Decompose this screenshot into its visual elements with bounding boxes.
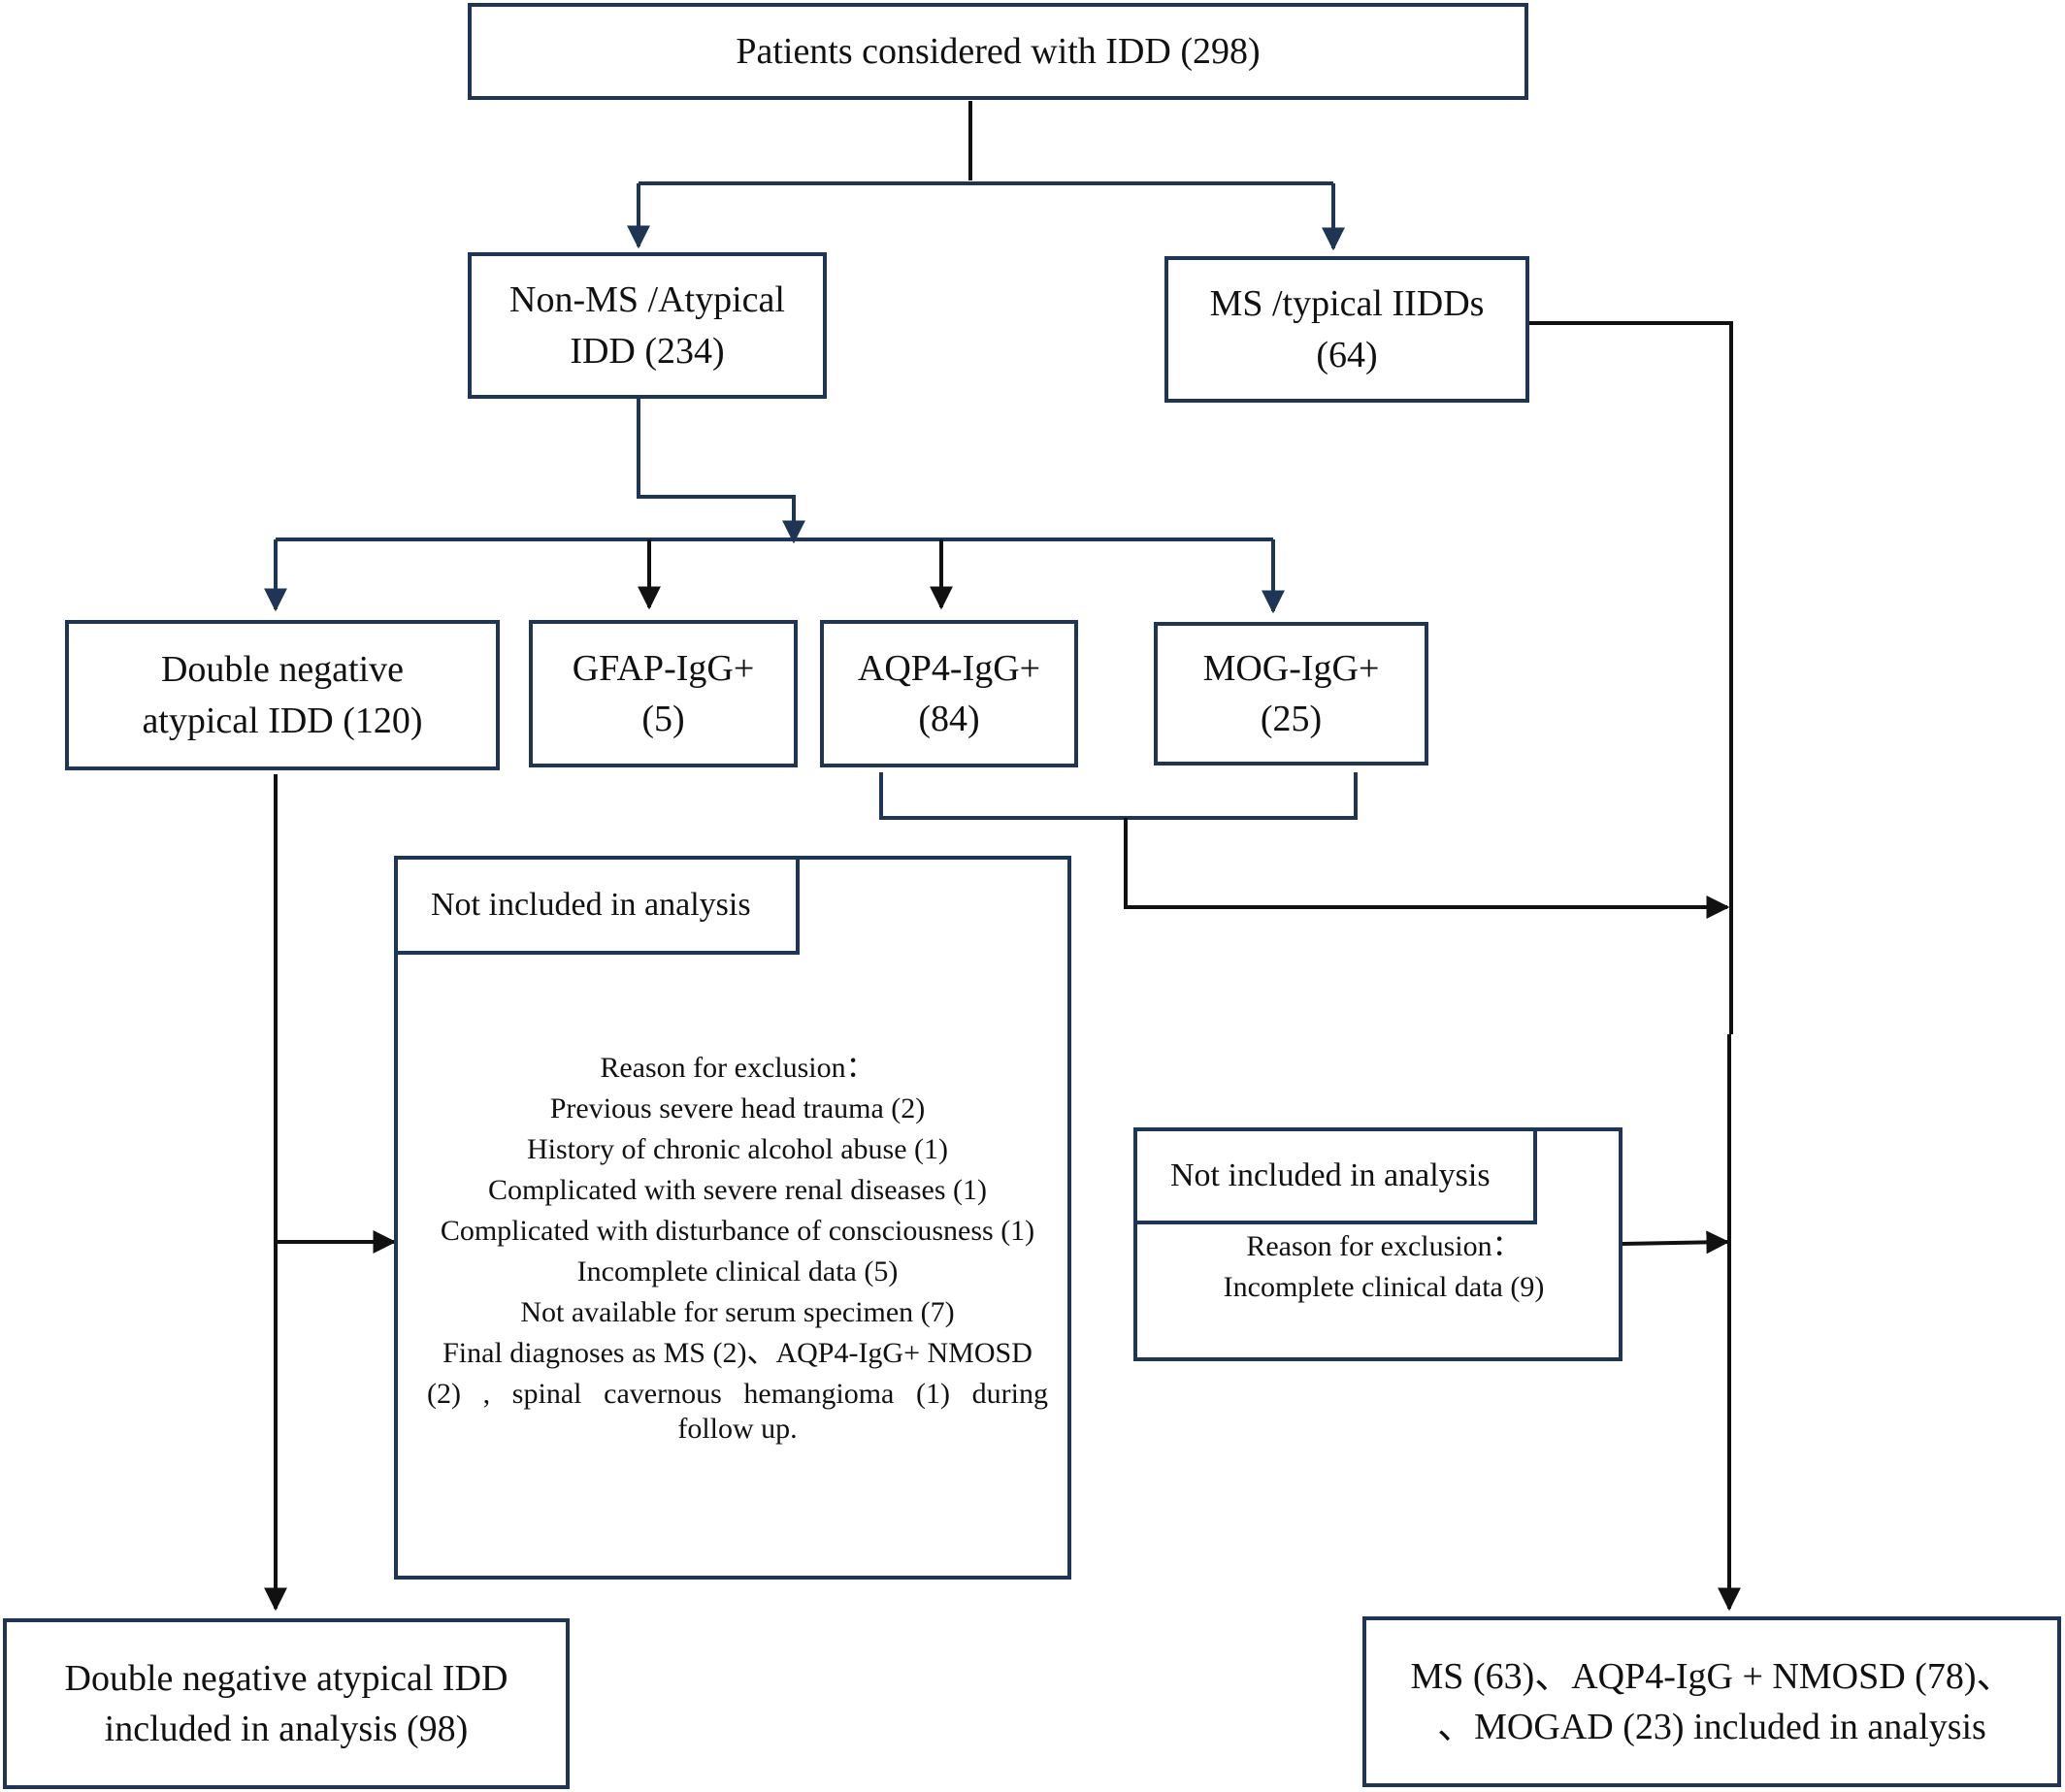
gfap-igg-box: GFAP-IgG+ (5) bbox=[529, 620, 798, 767]
exclusion-left-reason: Not available for serum specimen (7) bbox=[520, 1296, 955, 1328]
ms-line1: MS /typical IIDDs bbox=[1209, 283, 1485, 325]
aqp4-line1: AQP4-IgG+ bbox=[857, 647, 1041, 689]
final-right-box: MS (63)、AQP4-IgG + NMOSD (78)、 、MOGAD (2… bbox=[1362, 1616, 2061, 1787]
mog-line2: (25) bbox=[1260, 699, 1323, 739]
aqp4-igg-box: AQP4-IgG+ (84) bbox=[820, 620, 1078, 767]
patients-considered-box: Patients considered with IDD (298) bbox=[468, 3, 1528, 100]
ms-line2: (64) bbox=[1316, 334, 1378, 375]
final-right-line1: MS (63)、AQP4-IgG + NMOSD (78)、 bbox=[1410, 1655, 2014, 1697]
arrow-join-to-right-trunk bbox=[1124, 818, 1730, 919]
exclusion-box-right: Not included in analysis Reason for excl… bbox=[1133, 1127, 1622, 1361]
exclusion-left-header: Not included in analysis bbox=[398, 860, 800, 955]
double-negative-line1: Double negative bbox=[160, 649, 405, 691]
exclusion-left-reason: Incomplete clinical data (5) bbox=[576, 1255, 899, 1287]
gfap-line2: (5) bbox=[641, 699, 685, 739]
aqp4-line2: (84) bbox=[918, 699, 980, 739]
exclusion-left-reason: Reason for exclusion： bbox=[600, 1052, 875, 1084]
exclusion-left-reason: Final diagnoses as MS (2)、AQP4-IgG+ NMOS… bbox=[442, 1337, 1032, 1369]
exclusion-right-reason: Incomplete clinical data (9) bbox=[1223, 1271, 1545, 1303]
exclusion-left-reasons: Reason for exclusion： Previous severe he… bbox=[427, 1048, 1048, 1450]
mog-line1: MOG-IgG+ bbox=[1202, 647, 1380, 689]
double-negative-box: Double negative atypical IDD (120) bbox=[65, 620, 500, 770]
exclusion-right-reasons: Reason for exclusion： Incomplete clinica… bbox=[1170, 1226, 1597, 1308]
non-ms-atypical-box: Non-MS /Atypical IDD (234) bbox=[468, 252, 827, 399]
exclusion-left-reason: Previous severe head trauma (2) bbox=[549, 1092, 926, 1124]
exclusion-left-reason: Complicated with severe renal diseases (… bbox=[488, 1174, 987, 1206]
exclusion-left-reason: History of chronic alcohol abuse (1) bbox=[526, 1133, 949, 1165]
exclusion-left-reason: (2) , spinal cavernous hemangioma (1) du… bbox=[427, 1378, 1048, 1410]
connector-ms-to-trunk bbox=[1529, 321, 1733, 1034]
non-ms-line2: IDD (234) bbox=[570, 330, 725, 372]
exclusion-right-header: Not included in analysis bbox=[1137, 1131, 1537, 1224]
final-left-line2: included in analysis (98) bbox=[104, 1709, 469, 1749]
exclusion-left-header-label: Not included in analysis bbox=[431, 886, 751, 923]
connector-non-ms-down bbox=[637, 398, 805, 544]
arrow-right-exclusion bbox=[1622, 1230, 1730, 1254]
exclusion-right-reason: Reason for exclusion： bbox=[1246, 1230, 1522, 1262]
mog-igg-box: MOG-IgG+ (25) bbox=[1154, 622, 1428, 766]
double-negative-line2: atypical IDD (120) bbox=[142, 700, 423, 741]
connector-aqp4-mog-join bbox=[879, 772, 1358, 820]
final-left-box: Double negative atypical IDD included in… bbox=[3, 1618, 570, 1789]
exclusion-box-left: Not included in analysis Reason for excl… bbox=[394, 856, 1071, 1580]
ms-typical-box: MS /typical IIDDs (64) bbox=[1164, 256, 1529, 403]
non-ms-line1: Non-MS /Atypical bbox=[509, 279, 785, 321]
exclusion-left-reason: Complicated with disturbance of consciou… bbox=[440, 1215, 1035, 1247]
gfap-line1: GFAP-IgG+ bbox=[572, 647, 755, 689]
exclusion-right-header-label: Not included in analysis bbox=[1170, 1157, 1491, 1193]
final-left-line1: Double negative atypical IDD bbox=[64, 1657, 508, 1699]
exclusion-left-reason: follow up. bbox=[677, 1413, 798, 1445]
patients-considered-label: Patients considered with IDD (298) bbox=[736, 30, 1261, 72]
final-right-line2: 、MOGAD (23) included in analysis bbox=[1437, 1707, 1986, 1747]
